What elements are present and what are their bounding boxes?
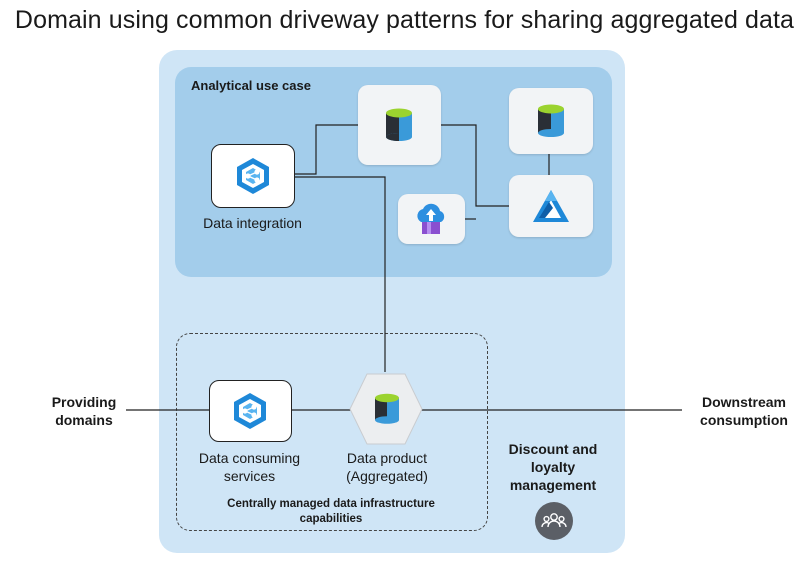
- data-consuming-services-tile[interactable]: [209, 380, 292, 442]
- capabilities-label-line-1: Centrally managed data infrastructure: [227, 498, 435, 510]
- infrastructure-capabilities-boundary: [176, 333, 488, 531]
- downstream-label-line-1: Downstream: [701, 394, 787, 410]
- data-factory-icon: [234, 393, 266, 429]
- analytical-use-case-label: Analytical use case: [191, 78, 311, 93]
- providing-domains-label: Providing domains: [36, 393, 132, 429]
- database-icon: [375, 393, 399, 424]
- upload-cloud-icon: [417, 203, 445, 234]
- data-integration-tile[interactable]: [211, 144, 295, 208]
- synapse-analytics-tile[interactable]: [509, 175, 593, 237]
- discount-loyalty-label: Discount and loyalty management: [498, 440, 608, 494]
- database-icon: [386, 108, 412, 141]
- discount-label-line-2: loyalty: [530, 459, 576, 475]
- providing-label-line-1: Providing: [51, 394, 117, 410]
- data-consuming-label-line-1: Data consuming: [198, 450, 301, 466]
- synapse-icon: [533, 190, 569, 222]
- database-tile-storage[interactable]: [509, 88, 593, 154]
- capabilities-label-line-2: capabilities: [299, 513, 363, 525]
- data-integration-label: Data integration: [203, 215, 302, 231]
- providing-label-line-2: domains: [55, 412, 113, 428]
- data-consuming-label-line-2: services: [223, 468, 276, 484]
- data-product-label: Data product (Aggregated): [328, 449, 446, 485]
- data-factory-icon: [237, 158, 269, 194]
- discount-label-line-3: management: [509, 477, 597, 493]
- data-product-label-line-2: (Aggregated): [346, 468, 428, 484]
- capabilities-label: Centrally managed data infrastructure ca…: [196, 497, 466, 527]
- database-tile-analytics[interactable]: [358, 85, 441, 165]
- downstream-label-line-2: consumption: [700, 412, 788, 428]
- people-icon: [535, 502, 573, 540]
- diagram-title: Domain using common driveway patterns fo…: [14, 6, 795, 34]
- data-upload-tile[interactable]: [398, 194, 465, 244]
- data-product-hexagon[interactable]: [348, 372, 424, 446]
- downstream-consumption-label: Downstream consumption: [688, 393, 800, 429]
- data-consuming-services-label: Data consuming services: [186, 449, 313, 485]
- discount-label-line-1: Discount and: [508, 441, 598, 457]
- database-icon: [538, 104, 564, 137]
- data-product-label-line-1: Data product: [346, 450, 428, 466]
